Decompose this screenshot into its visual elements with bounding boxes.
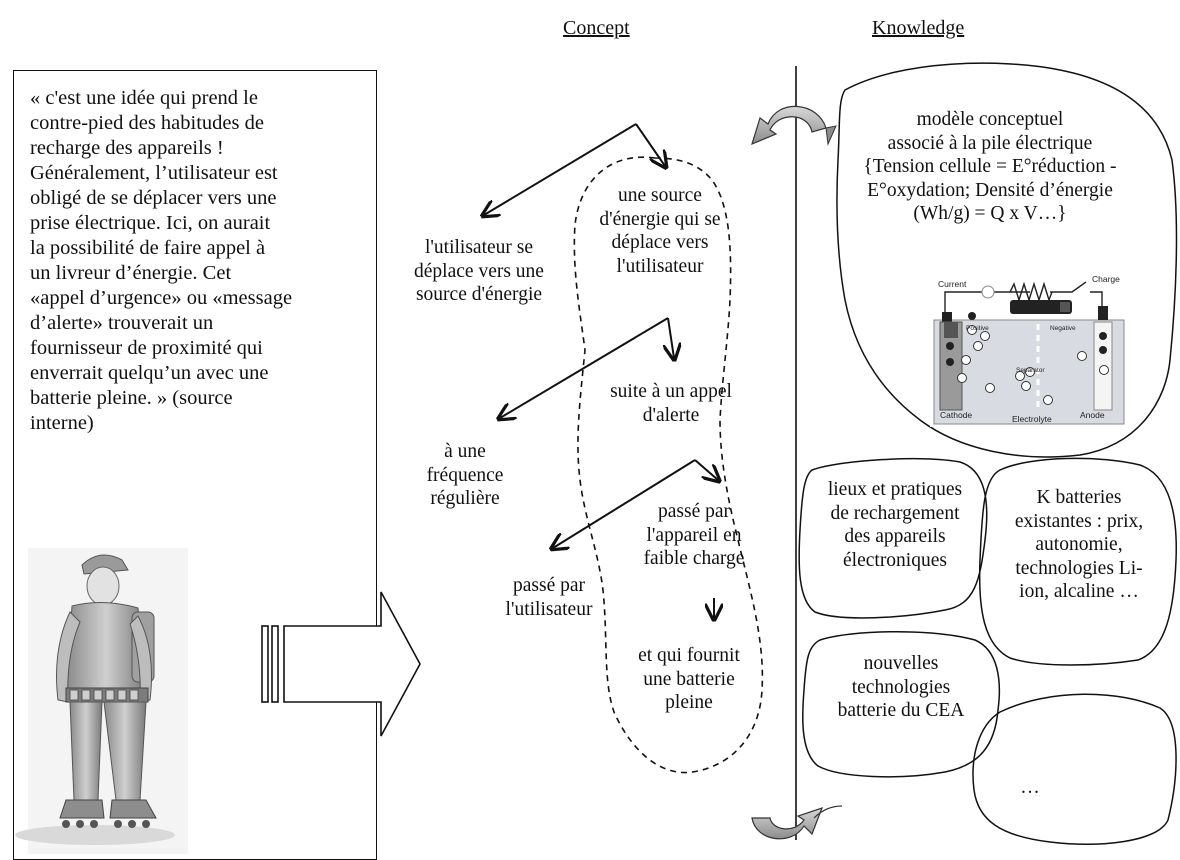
node-line: d'alerte bbox=[642, 404, 700, 426]
node-source-moves: une source d'énergie qui se déplace vers… bbox=[580, 184, 740, 278]
battery-label-electrolyte: Electrolyte bbox=[1012, 414, 1052, 424]
battery-label-current: Current bbox=[938, 279, 967, 289]
quote-line: obligé de se déplacer vers une bbox=[30, 187, 277, 209]
node-line: à une bbox=[444, 441, 486, 462]
battery-label-positive: Positive bbox=[966, 325, 989, 332]
concept-arrows bbox=[484, 123, 718, 618]
quote-line: d’alerte» trouverait un bbox=[30, 312, 214, 334]
quote-text: « c'est une idée qui prend le contre-pie… bbox=[30, 86, 366, 436]
knowledge-line: associé à la pile électrique bbox=[887, 132, 1093, 154]
node-line: déplace vers bbox=[611, 232, 709, 253]
quote-line: contre-pied des habitudes de bbox=[30, 112, 264, 134]
top-curved-arrow bbox=[751, 105, 837, 146]
node-line: déplace vers une bbox=[414, 260, 544, 282]
node-line: l'utilisateur bbox=[505, 598, 593, 620]
knowledge-line: E°oxydation; Densité d’énergie bbox=[867, 179, 1113, 201]
knowledge-line: lieux et pratiques bbox=[827, 479, 963, 500]
node-line: régulière bbox=[430, 488, 500, 509]
quote-line: «appel d’urgence» ou «message bbox=[30, 287, 293, 309]
knowledge-cea-text: nouvelles technologies batterie du CEA bbox=[806, 652, 996, 723]
delivery-person-illustration bbox=[15, 548, 188, 854]
quote-line: Généralement, l’utilisateur est bbox=[30, 162, 278, 184]
concept-header: Concept bbox=[563, 17, 630, 39]
node-line: d'énergie qui se bbox=[599, 208, 721, 230]
knowledge-line: technologies bbox=[851, 676, 951, 698]
knowledge-line: batterie du CEA bbox=[837, 700, 965, 721]
node-line: l'appareil en bbox=[646, 524, 742, 546]
quote-line: prise électrique. Ici, on aurait bbox=[30, 212, 271, 234]
knowledge-model-text: modèle conceptuel associé à la pile élec… bbox=[808, 108, 1172, 226]
quote-line: interne) bbox=[30, 412, 94, 434]
node-line: une batterie bbox=[643, 668, 735, 690]
transition-arrow bbox=[261, 591, 421, 737]
node-line: fréquence bbox=[426, 464, 504, 486]
knowledge-line: modèle conceptuel bbox=[916, 109, 1064, 130]
node-line: et qui fournit bbox=[638, 645, 740, 666]
quote-line: fournisseur de proximité qui bbox=[30, 337, 263, 359]
quote-line: « c'est une idée qui prend le bbox=[30, 87, 258, 109]
node-line: l'utilisateur se bbox=[424, 237, 534, 258]
node-line: suite à un appel bbox=[610, 381, 732, 402]
knowledge-line: des appareils bbox=[844, 526, 946, 547]
battery-label-charge: Charge bbox=[1092, 274, 1120, 284]
node-line: une source bbox=[618, 185, 702, 206]
node-line: l'utilisateur bbox=[616, 255, 704, 277]
knowledge-line: technologies Li- bbox=[1015, 557, 1143, 579]
knowledge-blob-existing bbox=[978, 457, 1177, 666]
quote-line: la possibilité de faire appel à bbox=[30, 237, 266, 259]
node-line: passé par bbox=[657, 501, 730, 522]
node-line: passé par bbox=[512, 575, 585, 596]
battery-label-separator: Separator bbox=[1016, 367, 1045, 374]
knowledge-line: (Wh/g) = Q x V…} bbox=[913, 203, 1067, 224]
knowledge-line: existantes : prix, bbox=[1014, 510, 1144, 532]
node-line: pleine bbox=[665, 692, 713, 713]
node-provides-battery: et qui fournit une batterie pleine bbox=[614, 644, 764, 715]
quote-line: enverrait quelqu’un avec une bbox=[30, 362, 269, 384]
knowledge-blob-model bbox=[836, 62, 1178, 458]
battery-label-negative: Negative bbox=[1050, 325, 1076, 332]
knowledge-blob-places bbox=[798, 457, 988, 619]
knowledge-blob-cea bbox=[801, 630, 1001, 778]
knowledge-existing-text: K batteries existantes : prix, autonomie… bbox=[982, 486, 1176, 604]
knowledge-line: électroniques bbox=[843, 549, 947, 571]
knowledge-places-text: lieux et pratiques de rechargement des a… bbox=[800, 478, 990, 572]
quote-line: batterie pleine. » (source bbox=[30, 387, 233, 409]
knowledge-header: Knowledge bbox=[872, 17, 965, 39]
knowledge-line: nouvelles bbox=[863, 653, 939, 674]
knowledge-line: autonomie, bbox=[1035, 534, 1123, 555]
battery-label-anode: Anode bbox=[1080, 410, 1105, 420]
quote-line: un livreur d’énergie. Cet bbox=[30, 262, 232, 284]
node-by-user: passé par l'utilisateur bbox=[484, 574, 614, 621]
knowledge-line: {Tension cellule = E°réduction - bbox=[863, 156, 1117, 177]
bottom-curved-arrow bbox=[751, 805, 843, 840]
node-line: source d'énergie bbox=[415, 284, 543, 305]
node-after-alert: suite à un appel d'alerte bbox=[586, 380, 756, 427]
battery-label-cathode: Cathode bbox=[940, 410, 972, 420]
knowledge-more-text: … bbox=[1020, 777, 1040, 798]
node-by-device: passé par l'appareil en faible charge bbox=[614, 500, 774, 571]
battery-diagram: Current Charge Positive Negative Separat… bbox=[930, 274, 1128, 427]
node-user-moves: l'utilisateur se déplace vers une source… bbox=[394, 236, 564, 307]
quote-line: recharge des appareils ! bbox=[30, 137, 224, 159]
concept-blob bbox=[573, 156, 764, 774]
knowledge-line: ion, alcaline … bbox=[1019, 581, 1139, 602]
node-line: faible charge bbox=[643, 548, 745, 569]
node-regular-frequency: à une fréquence régulière bbox=[410, 440, 520, 511]
knowledge-line: de rechargement bbox=[830, 502, 960, 524]
knowledge-blob-more bbox=[972, 693, 1177, 845]
knowledge-line: K batteries bbox=[1036, 487, 1122, 508]
